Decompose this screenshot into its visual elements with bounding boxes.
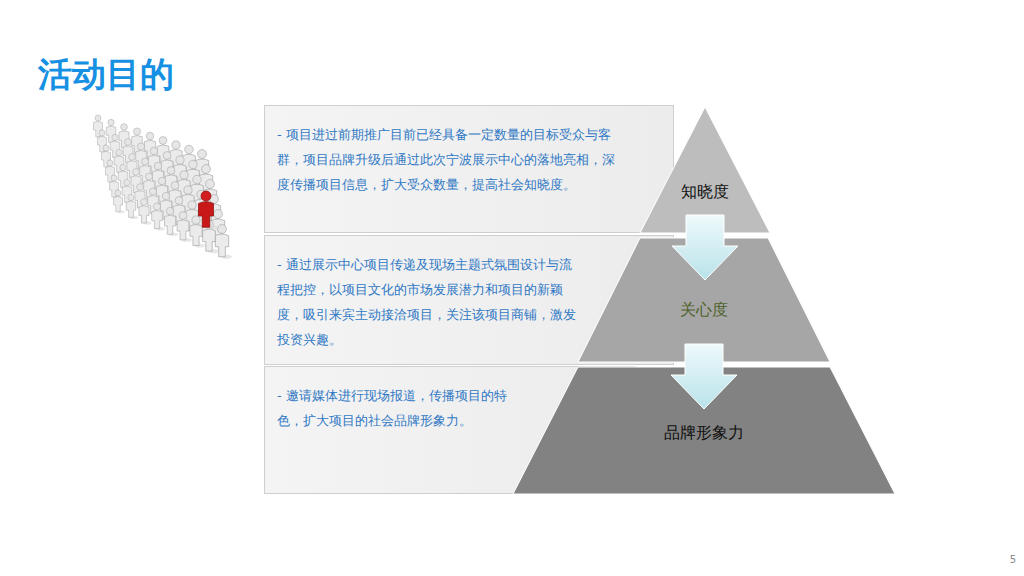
body-text: - 邀请媒体进行现场报道，传播项目的特色，扩大项目的社会品牌形象力。 [277,383,527,433]
person-figure [122,179,134,204]
person-figure [102,145,113,168]
person-figure [114,149,126,174]
person-figure [164,207,178,236]
person-figure [118,164,130,189]
person-figure [110,175,121,198]
person-figure [199,191,218,230]
body-text: - 通过展示中心项目传递及现场主题式氛围设计与流程把控，以项目文化的市场发展潜力… [277,252,577,352]
band-label: 知晓度 [681,182,729,202]
person-figure [94,115,105,138]
person-figure [152,203,165,230]
person-figure [114,190,125,213]
band-label: 品牌形象力 [664,423,744,443]
pyramid-band: 知晓度 [640,107,770,233]
band-shape [640,107,770,233]
pyramid-band: 品牌形象力 [513,367,895,494]
person-figure [106,119,118,144]
person-figure [110,134,122,159]
slide-title: 活动目的 [38,52,174,98]
band-label: 关心度 [680,300,728,320]
person-figure [215,225,232,259]
person-figure [98,130,109,153]
person-figure [139,199,152,225]
pyramid-band: 关心度 [578,238,830,362]
body-text: - 项目进过前期推广目前已经具备一定数量的目标受众与客群，项目品牌升级后通过此次… [277,122,617,197]
page-number: 5 [1010,554,1016,565]
text-box: - 项目进过前期推广目前已经具备一定数量的目标受众与客群，项目品牌升级后通过此次… [264,105,674,233]
person-figure [106,160,117,183]
person-figure [126,194,138,219]
